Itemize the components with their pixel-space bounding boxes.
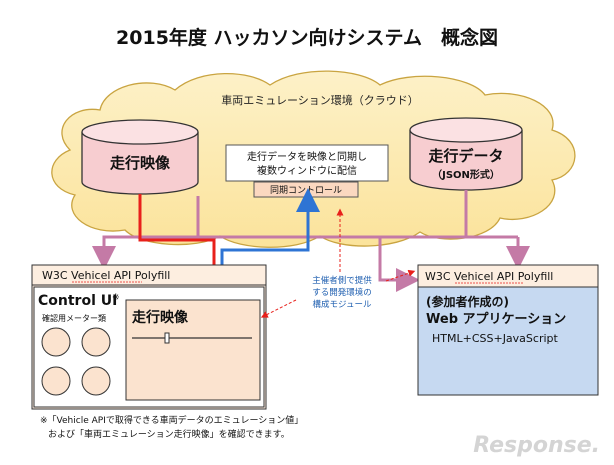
webapp-line2: Web アプリケーション	[426, 312, 566, 327]
annotation-line1: 主催者側で提供	[312, 275, 372, 286]
sync-distribution-box	[225, 144, 389, 182]
data-database-sublabel: （JSON形式）	[432, 168, 500, 181]
meter-gauges	[41, 327, 111, 396]
annotation-line2: する開発環境の	[312, 287, 372, 298]
response-watermark: Response.	[473, 433, 600, 458]
webapp-line1: (参加者作成の)	[426, 294, 509, 309]
annotation-connectors	[260, 208, 416, 318]
meter-label: 確認用メーター類	[42, 313, 106, 323]
video-player-label: 走行映像	[132, 309, 189, 326]
meter-gauge	[81, 366, 111, 396]
video-database-icon	[81, 119, 199, 195]
meter-gauge	[81, 327, 111, 357]
footnote-line2: および「車両エミュレーション走行映像」を確認できます。	[48, 428, 290, 440]
control-ui-title: Control UI	[38, 293, 117, 309]
sync-control-label: 同期コントロール	[270, 185, 342, 196]
right-panel-header: W3C Vehicel API Polyfill	[425, 270, 553, 283]
meter-gauge	[41, 327, 71, 357]
sync-distribution-line1: 走行データを映像と同期し	[247, 150, 367, 163]
video-database-label: 走行映像	[110, 154, 171, 172]
video-player	[125, 299, 261, 401]
data-database-icon	[409, 117, 523, 191]
footnote-line1: ※「Vehicle APIで取得できる車両データのエミュレーション値」	[40, 414, 303, 426]
diagram-title: 2015年度 ハッカソン向けシステム 概念図	[116, 26, 498, 49]
cloud-label: 車両エミュレーション環境（クラウド）	[221, 93, 419, 107]
meter-gauge	[41, 366, 71, 396]
left-panel-header: W3C Vehicel API Polyfill	[42, 269, 170, 282]
left-panel-header-bg	[31, 264, 267, 286]
control-ui-mark: ※	[112, 293, 120, 303]
sync-distribution-line2: 複数ウィンドウに配信	[257, 164, 357, 177]
data-database-label: 走行データ	[428, 147, 503, 165]
distribution-connector	[92, 190, 530, 292]
video-seek-handle[interactable]	[164, 332, 170, 344]
webapp-line3: HTML+CSS+JavaScript	[432, 332, 559, 345]
right-panel-header-bg	[417, 264, 599, 288]
annotation-line3: 構成モジュール	[313, 299, 372, 310]
